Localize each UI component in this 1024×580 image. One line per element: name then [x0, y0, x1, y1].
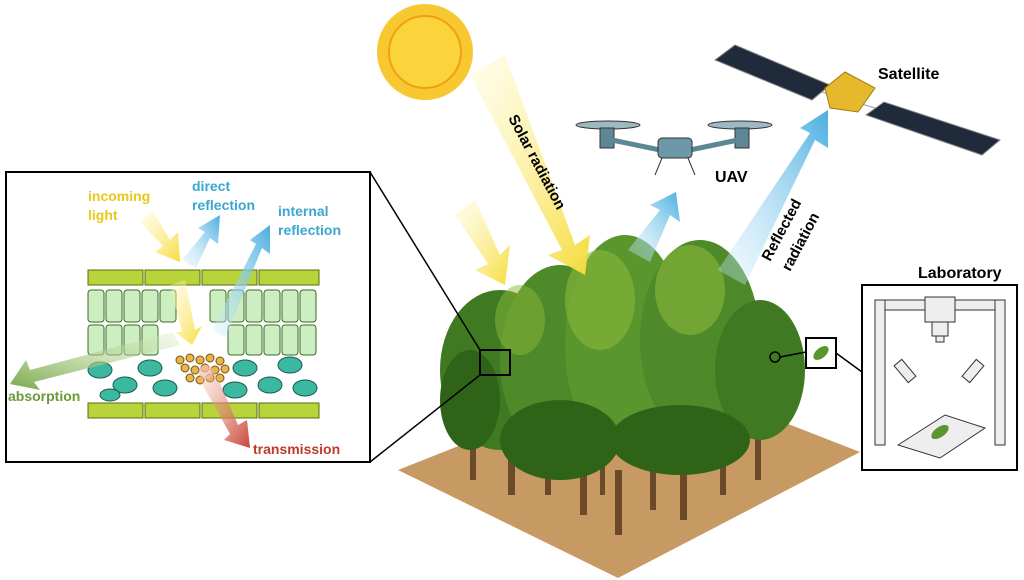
incoming-light-label-2: light	[88, 207, 118, 223]
canopy-sample-marker	[479, 349, 511, 376]
satellite-icon	[713, 44, 1002, 156]
internal-reflection-label-1: internal	[278, 203, 329, 219]
solar-arrow-main	[470, 55, 590, 275]
direct-reflection-arrow	[182, 215, 220, 268]
absorption-label: absorption	[8, 388, 80, 404]
satellite-label: Satellite	[878, 66, 939, 83]
incoming-light-label-1: incoming	[88, 188, 150, 204]
direct-reflection-label-2: reflection	[192, 197, 255, 213]
leaf-cross-section-inset	[5, 171, 371, 463]
sun-icon	[377, 4, 473, 100]
laboratory-label: Laboratory	[918, 265, 1002, 282]
transmission-arrow	[200, 372, 250, 448]
solar-arrow-1	[455, 200, 510, 285]
internal-reflection-label-2: reflection	[278, 222, 341, 238]
reflected-arrow-satellite	[718, 110, 828, 285]
uav-drone-icon	[575, 120, 773, 176]
internal-reflection-arrow	[212, 225, 270, 338]
laboratory-setup-icon	[861, 284, 1018, 471]
direct-reflection-label-1: direct	[192, 178, 230, 194]
reflected-arrow-uav	[628, 192, 680, 262]
transmission-label: transmission	[253, 441, 340, 457]
incoming-light-arrow	[140, 210, 180, 262]
uav-label: UAV	[715, 169, 748, 186]
absorption-arrow	[10, 332, 180, 390]
